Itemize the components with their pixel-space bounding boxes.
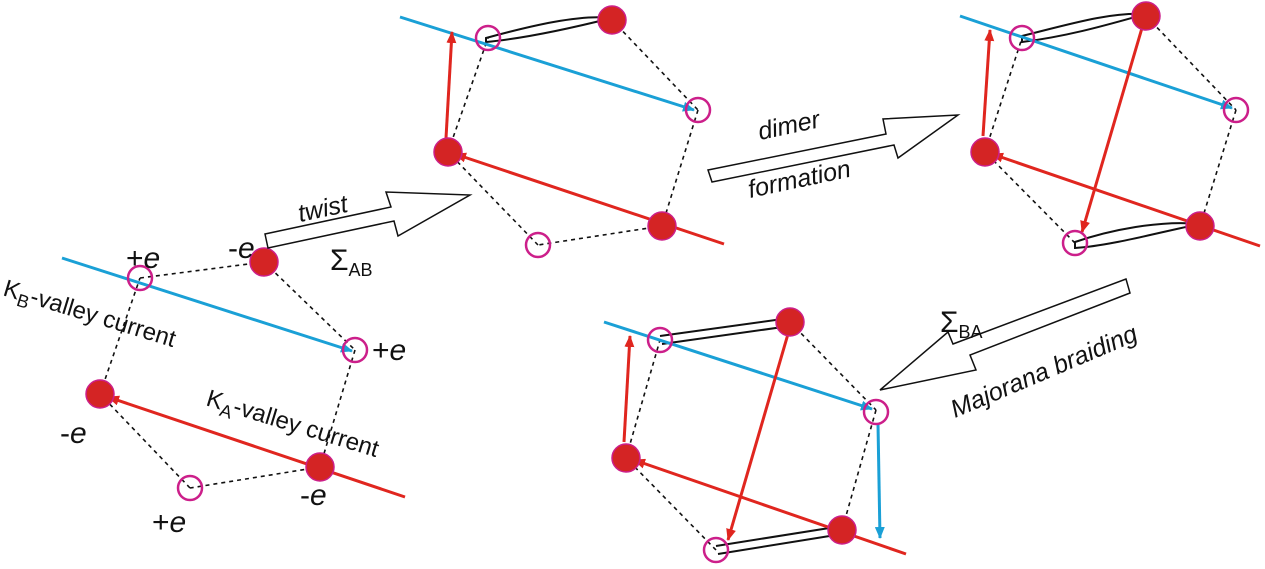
hole-site: [524, 231, 552, 259]
ka-valley-current-arrow: [454, 152, 725, 246]
ka-valley-current-arrow: [991, 152, 1261, 248]
step-arrow-majorana-braiding: ΣBA Majorana braiding: [879, 278, 1142, 424]
dimer-loop: [485, 16, 613, 44]
dimer-loop-bottom: [1074, 222, 1201, 250]
red-arrow-diagonal: [726, 333, 790, 541]
red-arrow-up: [444, 31, 457, 139]
hexagon-dashed-bonds: [447, 19, 699, 246]
step-arrow-twist: twist ΣAB: [264, 190, 473, 280]
electron-site: [827, 515, 857, 545]
step-arrow-dimer-formation: dimer formation: [707, 105, 961, 204]
blue-arrow-down: [874, 423, 885, 539]
hole-site: [702, 536, 730, 564]
panel-braided: [603, 307, 907, 564]
electron-site: [970, 137, 1000, 167]
electron-site: [775, 307, 805, 337]
charge-label-minus-e: -e: [228, 232, 255, 265]
dimer-loop-top: [1021, 12, 1147, 44]
ka-valley-current-label: KA-valley current: [202, 385, 382, 467]
red-arrow-up: [622, 335, 635, 443]
ka-valley-current-arrow: [107, 395, 406, 499]
charge-label-minus-e: -e: [60, 417, 87, 450]
kb-valley-current-arrow: [959, 14, 1233, 110]
kb-valley-current-arrow: [399, 15, 695, 112]
panel-dimer: [959, 1, 1261, 257]
charge-label-plus-e: +e: [372, 334, 406, 367]
dimer-bond-bottom: [717, 533, 843, 555]
electron-site: [305, 452, 335, 482]
electron-site: [1131, 1, 1161, 31]
red-arrow-diagonal: [1080, 27, 1144, 233]
hexagon-dashed-bonds: [625, 321, 877, 551]
hole-site: [1008, 24, 1036, 52]
electron-site: [249, 247, 279, 277]
hexagon-dashed-bonds: [984, 15, 1237, 244]
hole-site: [646, 326, 674, 354]
red-arrow-up: [981, 29, 995, 137]
sigma-ab-label: ΣAB: [330, 244, 373, 280]
electron-site: [1185, 211, 1215, 241]
electron-site: [647, 211, 677, 241]
hole-site: [126, 264, 154, 292]
hole-site: [1222, 96, 1250, 124]
charge-label-plus-e: +e: [152, 506, 186, 539]
electron-site: [85, 379, 115, 409]
ka-valley-current-arrow: [633, 458, 907, 556]
sigma-ba-label: ΣBA: [940, 306, 983, 342]
panel-twisted: [399, 5, 725, 259]
electron-site: [433, 137, 463, 167]
charge-label-plus-e: +e: [126, 242, 160, 275]
kb-valley-current-arrow: [61, 256, 353, 353]
hole-site: [341, 336, 369, 364]
dimer-bond-bottom: [715, 525, 843, 547]
charge-label-minus-e: -e: [300, 479, 327, 512]
dimer-label: dimer: [755, 105, 824, 146]
hole-site: [862, 398, 890, 426]
electron-site: [597, 5, 627, 35]
electron-site: [611, 443, 641, 473]
hole-site: [176, 474, 204, 502]
hexagon-dashed-bonds: [99, 261, 356, 489]
hole-site: [1061, 229, 1089, 257]
dimer-bond-top: [659, 317, 791, 337]
dimer-bond-top: [661, 325, 791, 345]
panel-initial: +e -e +e -e -e +e KB-valley current KA-v…: [0, 232, 406, 539]
hole-site: [684, 96, 712, 124]
hole-site: [474, 24, 502, 52]
